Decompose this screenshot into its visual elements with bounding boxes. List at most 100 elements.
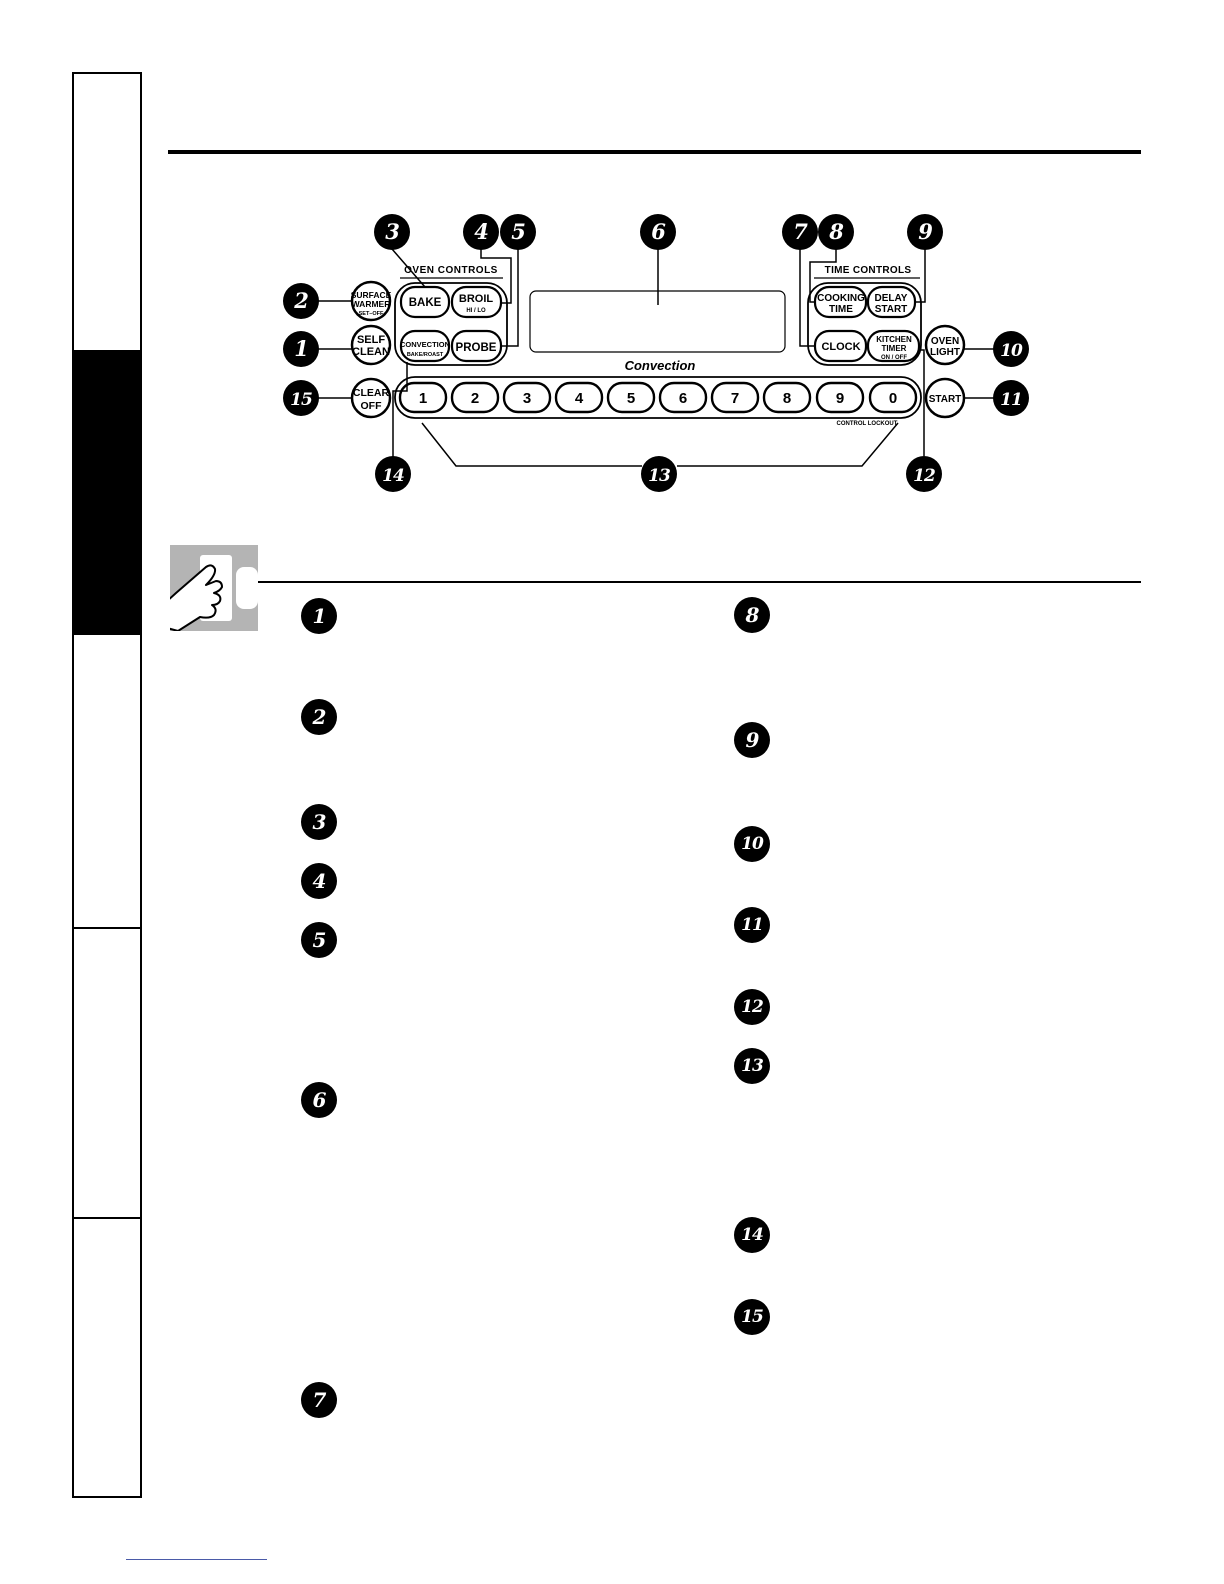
callout-number: 14 — [382, 466, 404, 486]
callout-number: 2 — [293, 288, 308, 313]
number-pad-label: 3 — [523, 390, 531, 407]
feature-number-13: 13 — [734, 1048, 770, 1084]
callout-badge-4: 4 — [463, 214, 499, 250]
oven-light-line1: OVEN — [931, 336, 959, 347]
feature-number-1: 1 — [301, 598, 337, 634]
feature-number-8: 8 — [734, 597, 770, 633]
pointing-hand-icon — [153, 564, 223, 632]
callout-badge-7: 7 — [782, 214, 818, 250]
side-tab-3[interactable] — [74, 635, 140, 929]
surface-warmer-line3: SET–OFF — [359, 311, 384, 317]
number-pad-5[interactable]: 5 — [606, 381, 656, 414]
feature-number-12: 12 — [734, 989, 770, 1025]
self-clean-line1: SELF — [357, 334, 385, 346]
convection-panel-label: Convection — [625, 358, 696, 373]
callout-number: 13 — [648, 466, 671, 486]
convection-line1: CONVECTION — [400, 340, 450, 349]
kitchen-timer-key[interactable]: KITCHEN TIMER ON / OFF — [866, 329, 921, 363]
self-clean-line2: CLEAN — [352, 346, 390, 358]
number-pad-label: 8 — [783, 390, 791, 407]
number-pad-1[interactable]: 1 — [398, 381, 448, 414]
bake-label: BAKE — [409, 297, 442, 309]
callout-number: 6 — [651, 219, 666, 244]
clock-key[interactable]: CLOCK — [813, 329, 868, 363]
self-clean-key[interactable]: SELF CLEAN — [350, 324, 392, 366]
callout-number: 8 — [828, 219, 844, 244]
footer-link-rule — [126, 1559, 267, 1560]
number-pad-4[interactable]: 4 — [554, 381, 604, 414]
feature-number-15: 15 — [734, 1299, 770, 1335]
header-rule — [168, 150, 1141, 154]
callout-number: 7 — [793, 219, 808, 244]
surface-warmer-key[interactable]: SURFACE WARMER SET–OFF — [351, 280, 392, 322]
number-pad-label: 2 — [471, 390, 479, 407]
callout-badge-13: 13 — [641, 456, 677, 492]
number-pad-3[interactable]: 3 — [502, 381, 552, 414]
callout-badge-5: 5 — [500, 214, 536, 250]
clear-off-line1: CLEAR — [353, 387, 390, 399]
hint-box — [153, 545, 258, 632]
oven-controls-label: OVEN CONTROLS — [404, 265, 498, 276]
bake-key[interactable]: BAKE — [399, 285, 451, 319]
callout-badge-11: 11 — [993, 380, 1029, 416]
callout-badge-3: 3 — [374, 214, 410, 250]
clock-label: CLOCK — [821, 341, 860, 353]
callout-number: 4 — [474, 219, 488, 244]
number-pad-row: 1 2 3 4 5 6 7 8 9 0 — [398, 381, 918, 414]
probe-key[interactable]: PROBE — [450, 329, 503, 363]
number-pad-label: 6 — [679, 390, 687, 407]
number-pad-label: 9 — [836, 390, 844, 407]
kitchen-timer-line1: KITCHEN — [876, 335, 912, 344]
broil-line1: BROIL — [459, 293, 494, 305]
callout-badge-2: 2 — [283, 283, 319, 319]
convection-line2: BAKE/ROAST — [407, 352, 444, 358]
oven-light-key[interactable]: OVEN LIGHT — [924, 324, 966, 366]
side-tab-5[interactable] — [74, 1219, 140, 1496]
start-key[interactable]: START — [924, 377, 966, 419]
feature-number-7: 7 — [301, 1382, 337, 1418]
probe-label: PROBE — [456, 342, 497, 354]
feature-number-4: 4 — [301, 863, 337, 899]
number-pad-0[interactable]: 0 — [868, 381, 918, 414]
number-pad-label: 5 — [627, 390, 635, 407]
cooking-time-key[interactable]: COOKING TIME — [813, 285, 868, 319]
callout-number: 9 — [918, 219, 933, 244]
callout-number: 5 — [511, 219, 525, 244]
control-lockout-label: CONTROL LOCKOUT — [837, 421, 898, 427]
callout-number: 15 — [290, 390, 312, 410]
number-pad-9[interactable]: 9 — [815, 381, 865, 414]
callout-badge-6: 6 — [640, 214, 676, 250]
number-pad-label: 1 — [419, 390, 427, 407]
callout-number: 1 — [294, 336, 308, 361]
cooking-time-line1: COOKING — [817, 293, 865, 304]
side-tab-4[interactable] — [74, 929, 140, 1219]
convection-key[interactable]: CONVECTION BAKE/ROAST — [399, 329, 451, 363]
surface-warmer-line1: SURFACE — [351, 290, 392, 300]
kitchen-timer-line3: ON / OFF — [881, 355, 907, 361]
number-pad-2[interactable]: 2 — [450, 381, 500, 414]
callout-badge-10: 10 — [993, 331, 1029, 367]
callout-badge-15: 15 — [283, 380, 319, 416]
callout-leader-lines — [318, 248, 994, 467]
time-controls-frame — [807, 282, 922, 366]
clear-off-key[interactable]: CLEAR OFF — [350, 377, 392, 419]
number-pad-7[interactable]: 7 — [710, 381, 760, 414]
number-pad-label: 7 — [731, 390, 739, 407]
surface-warmer-line2: WARMER — [352, 299, 391, 309]
control-panel-diagram: OVEN CONTROLS TIME CONTROLS SURFACE WARM… — [283, 214, 1029, 492]
feature-number-6: 6 — [301, 1082, 337, 1118]
feature-number-11: 11 — [734, 907, 770, 943]
callout-number: 11 — [1000, 390, 1022, 410]
cooking-time-line2: TIME — [829, 304, 853, 315]
number-pad-8[interactable]: 8 — [762, 381, 812, 414]
broil-key[interactable]: BROIL HI / LO — [450, 285, 503, 319]
delay-start-key[interactable]: DELAY START — [866, 285, 917, 319]
callout-number: 10 — [1000, 341, 1023, 361]
number-pad-6[interactable]: 6 — [658, 381, 708, 414]
oven-controls-frame — [394, 282, 508, 366]
side-tab-1[interactable] — [74, 74, 140, 352]
side-tab-2-active[interactable] — [74, 352, 140, 635]
start-label: START — [929, 394, 962, 405]
clear-off-line2: OFF — [361, 400, 383, 412]
